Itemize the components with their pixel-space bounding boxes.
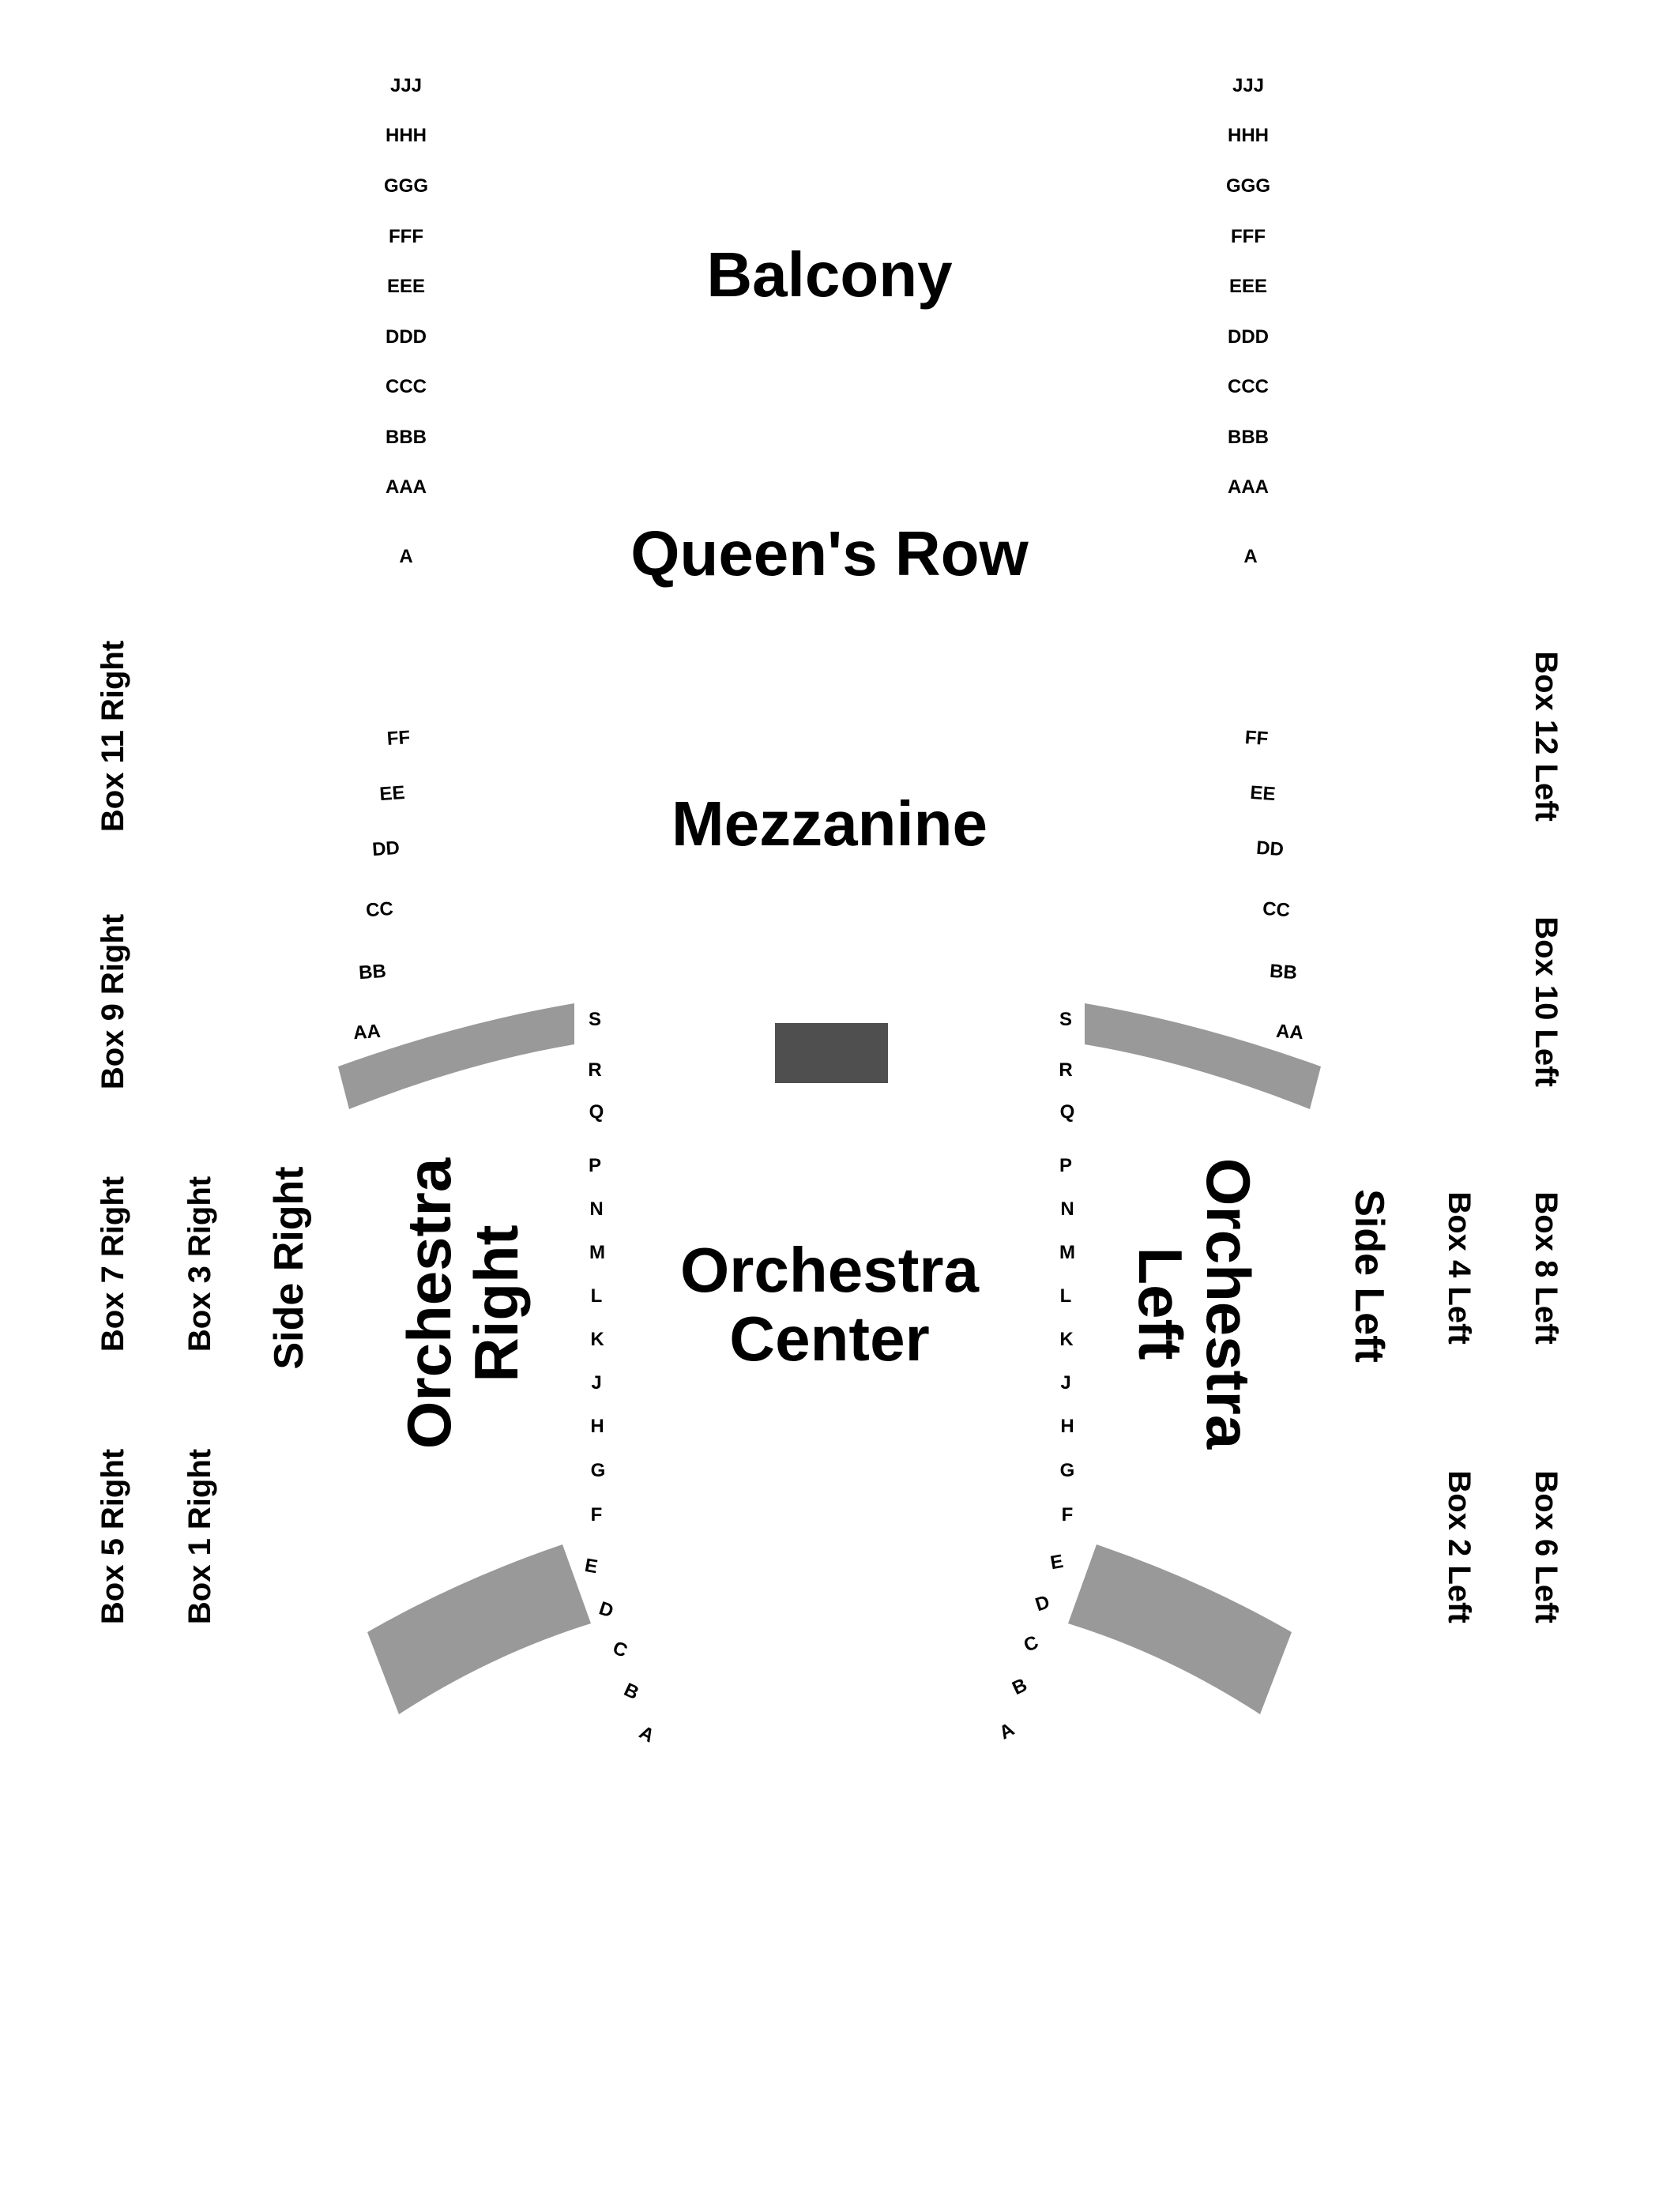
- balcony-row-label-left: AAA: [1228, 476, 1269, 498]
- orchestra-row-label-right: S: [589, 1009, 601, 1030]
- orchestra-right-label-line2[interactable]: Right: [461, 1224, 531, 1382]
- orchestra-row-label-left: Q: [1060, 1101, 1075, 1123]
- orchestra-center-label-line2[interactable]: Center: [729, 1304, 929, 1374]
- orchestra-row-label-right: P: [589, 1155, 601, 1176]
- balcony-row-label-left: JJJ: [1232, 75, 1264, 96]
- side-left-label[interactable]: Side Left: [1346, 1189, 1392, 1363]
- orchestra-row-label-left: G: [1060, 1460, 1075, 1481]
- mezzanine-row-label-left: BB: [1269, 961, 1297, 984]
- orchestra-row-label-left: A: [995, 1718, 1018, 1744]
- box-7-right[interactable]: Box 7 Right: [96, 1176, 130, 1352]
- balcony-row-label-left: CCC: [1228, 376, 1269, 397]
- mezzanine-row-label-left: DD: [1255, 837, 1284, 860]
- balcony-row-label-left: DDD: [1228, 326, 1269, 348]
- side-right-label[interactable]: Side Right: [266, 1166, 312, 1369]
- mezzanine-row-label-right: FF: [386, 727, 411, 750]
- orchestra-left-front-seat-block[interactable]: [1068, 1544, 1292, 1714]
- mezzanine-row-label-right: AA: [352, 1021, 381, 1044]
- balcony-row-label-right: BBB: [386, 427, 427, 448]
- orchestra-row-label-right: M: [589, 1242, 605, 1263]
- orchestra-row-label-right: J: [591, 1372, 601, 1394]
- center-block: [775, 1023, 888, 1083]
- orchestra-row-label-right: G: [591, 1460, 606, 1481]
- balcony-row-label-right: HHH: [386, 125, 427, 146]
- box-5-right[interactable]: Box 5 Right: [96, 1449, 130, 1624]
- box-1-right[interactable]: Box 1 Right: [182, 1449, 217, 1624]
- mezzanine-row-label-left: FF: [1244, 727, 1269, 750]
- mezzanine-row-label-left: CC: [1262, 898, 1290, 921]
- mezzanine-row-label-right: CC: [365, 898, 393, 921]
- balcony-row-label-right: GGG: [384, 175, 428, 197]
- orchestra-row-label-right: N: [589, 1198, 603, 1220]
- orchestra-row-label-right: L: [591, 1285, 603, 1307]
- box-11-right[interactable]: Box 11 Right: [96, 641, 130, 832]
- orchestra-center-label-line1[interactable]: Orchestra: [680, 1235, 979, 1305]
- orchestra-row-label-right: Q: [589, 1101, 604, 1123]
- mezzanine-left-seat-block[interactable]: [1085, 1003, 1321, 1109]
- mezzanine-row-label-left: EE: [1250, 782, 1277, 805]
- box-8-left[interactable]: Box 8 Left: [1529, 1191, 1563, 1344]
- orchestra-left-label-line2[interactable]: Left: [1126, 1247, 1195, 1360]
- orchestra-row-label-left: L: [1060, 1285, 1072, 1307]
- orchestra-row-label-right: E: [583, 1555, 599, 1578]
- balcony-row-label-right: EEE: [387, 276, 425, 297]
- box-12-left[interactable]: Box 12 Left: [1529, 651, 1563, 822]
- mezzanine-row-label-right: BB: [358, 961, 386, 984]
- balcony-row-label-left: HHH: [1228, 125, 1269, 146]
- orchestra-row-label-left: C: [1021, 1631, 1041, 1657]
- box-3-right[interactable]: Box 3 Right: [182, 1176, 217, 1352]
- balcony-row-label-right: DDD: [386, 326, 427, 348]
- mezzanine-row-label-right: EE: [379, 782, 406, 805]
- queens-row-label-left: A: [1243, 546, 1257, 567]
- balcony-row-label-left: FFF: [1231, 226, 1266, 247]
- orchestra-row-label-left: F: [1062, 1504, 1074, 1525]
- orchestra-row-label-left: N: [1060, 1198, 1074, 1220]
- orchestra-row-label-left: E: [1048, 1551, 1064, 1574]
- box-6-left[interactable]: Box 6 Left: [1529, 1470, 1563, 1623]
- box-9-right[interactable]: Box 9 Right: [96, 914, 130, 1089]
- box-4-left[interactable]: Box 4 Left: [1442, 1191, 1477, 1344]
- orchestra-right-front-seat-block[interactable]: [367, 1544, 591, 1714]
- orchestra-left-label-line1[interactable]: Orchestra: [1194, 1158, 1263, 1450]
- mezzanine-label[interactable]: Mezzanine: [672, 788, 988, 859]
- orchestra-row-label-left: R: [1059, 1059, 1072, 1081]
- orchestra-right-label-line1[interactable]: Orchestra: [394, 1157, 464, 1449]
- balcony-label[interactable]: Balcony: [706, 239, 953, 310]
- queens-row-label-right: A: [399, 546, 412, 567]
- orchestra-row-label-right: H: [590, 1416, 604, 1437]
- orchestra-row-label-left: M: [1059, 1242, 1075, 1263]
- balcony-row-label-right: JJJ: [390, 75, 422, 96]
- balcony-row-label-left: GGG: [1226, 175, 1270, 197]
- mezzanine-row-label-left: AA: [1275, 1021, 1304, 1044]
- orchestra-row-label-left: P: [1059, 1155, 1072, 1176]
- mezzanine-row-label-right: DD: [371, 837, 400, 860]
- balcony-row-label-left: BBB: [1228, 427, 1269, 448]
- orchestra-row-label-right: R: [588, 1059, 601, 1081]
- orchestra-row-label-right: K: [590, 1329, 604, 1350]
- box-2-left[interactable]: Box 2 Left: [1442, 1470, 1477, 1623]
- orchestra-row-label-right: C: [610, 1637, 630, 1662]
- box-10-left[interactable]: Box 10 Left: [1529, 916, 1563, 1087]
- orchestra-row-label-left: B: [1009, 1674, 1030, 1699]
- orchestra-row-label-left: S: [1059, 1009, 1072, 1030]
- orchestra-row-label-right: A: [636, 1721, 658, 1747]
- orchestra-row-label-right: B: [621, 1679, 642, 1704]
- orchestra-row-label-left: J: [1060, 1372, 1070, 1394]
- orchestra-row-label-left: H: [1060, 1416, 1074, 1437]
- balcony-row-label-right: CCC: [386, 376, 427, 397]
- orchestra-row-label-left: K: [1059, 1329, 1074, 1350]
- balcony-row-label-left: EEE: [1229, 276, 1267, 297]
- mezzanine-right-seat-block[interactable]: [338, 1003, 574, 1109]
- orchestra-row-label-right: F: [591, 1504, 603, 1525]
- balcony-row-label-right: AAA: [386, 476, 427, 498]
- queens-row-label[interactable]: Queen's Row: [630, 518, 1029, 589]
- orchestra-row-label-left: D: [1033, 1591, 1052, 1616]
- balcony-row-label-right: FFF: [389, 226, 423, 247]
- orchestra-row-label-right: D: [596, 1597, 616, 1622]
